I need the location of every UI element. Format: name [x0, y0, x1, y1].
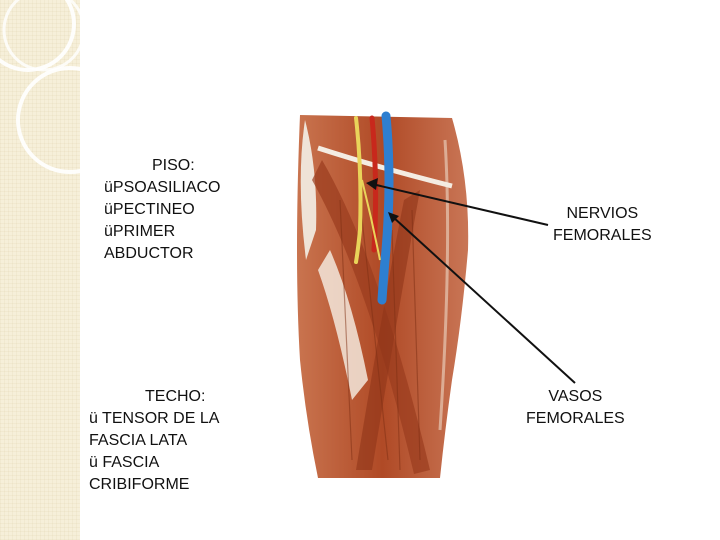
fascia-patch	[300, 120, 317, 260]
piso-label-block: PISO: üPSOASILIACO üPECTINEO üPRIMER ABD…	[104, 155, 221, 265]
muscle-fibres	[339, 199, 421, 471]
techo-item: ü FASCIA	[89, 454, 160, 471]
arrow-vasos	[388, 212, 576, 384]
piso-heading: PISO:	[152, 157, 195, 174]
muscle-band-2	[356, 190, 420, 470]
tendon-sheet	[318, 250, 368, 400]
nervios-femorales-label: NERVIOS FEMORALES	[553, 203, 652, 247]
techo-item: ü TENSOR DE LA	[89, 410, 220, 427]
vasos-line: FEMORALES	[526, 410, 625, 427]
decorative-circles	[0, 0, 80, 174]
inguinal-ligament	[317, 145, 453, 189]
nervios-line: FEMORALES	[553, 227, 652, 244]
piso-item: üPSOASILIACO	[104, 179, 221, 196]
piso-item: üPECTINEO	[104, 201, 195, 218]
techo-item: FASCIA LATA	[89, 432, 188, 449]
vasos-femorales-label: VASOS FEMORALES	[526, 386, 625, 430]
techo-label-block: TECHO: ü TENSOR DE LA FASCIA LATA ü FASC…	[89, 386, 219, 496]
piso-item: ABDUCTOR	[104, 245, 194, 262]
femoral-nerve	[354, 116, 363, 264]
decorative-side-band	[0, 0, 80, 540]
femoral-vein	[377, 111, 394, 305]
nerve-branch	[361, 179, 381, 261]
nervios-line: NERVIOS	[566, 205, 639, 222]
techo-heading: TECHO:	[145, 388, 206, 405]
arrow-nervios	[366, 178, 549, 226]
techo-item: CRIBIFORME	[89, 476, 190, 493]
vasos-line: VASOS	[548, 388, 603, 405]
piso-item: üPRIMER	[104, 223, 176, 240]
